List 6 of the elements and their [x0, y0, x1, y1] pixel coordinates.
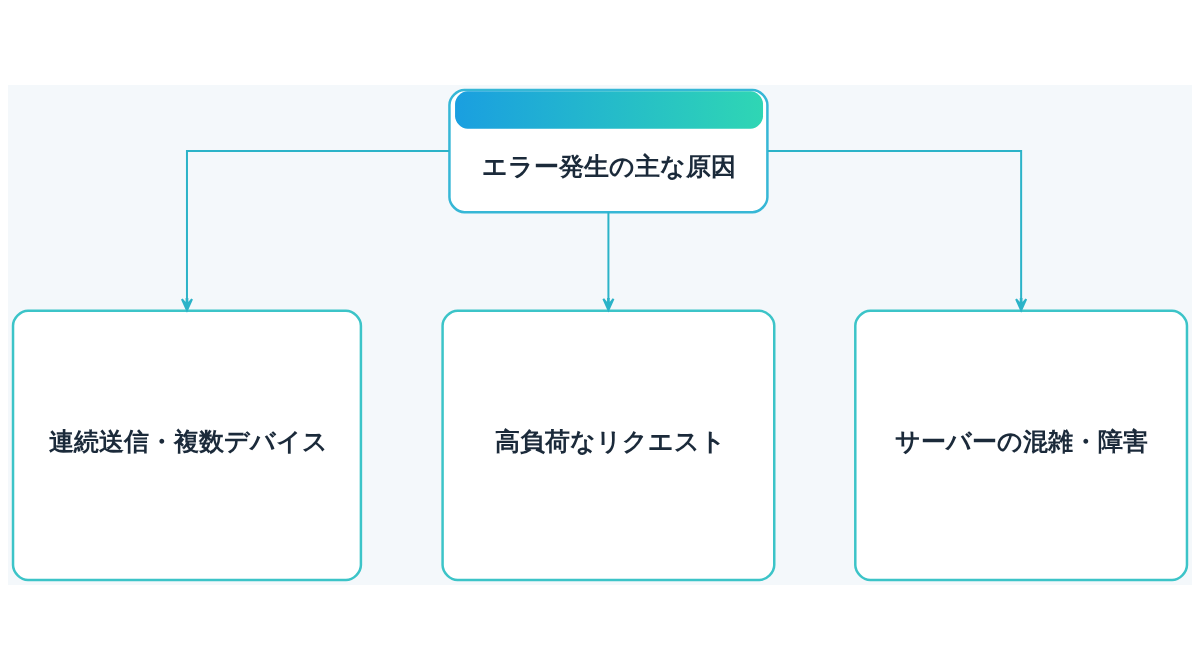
- arrow: [180, 149, 451, 311]
- node-box: 高負荷なリクエスト: [441, 308, 776, 581]
- node-box: 連続送信・複数デバイス: [11, 308, 363, 581]
- node-box: サーバーの混雑・障害: [854, 308, 1189, 581]
- arrow: [602, 210, 615, 311]
- arrow: [767, 149, 1028, 311]
